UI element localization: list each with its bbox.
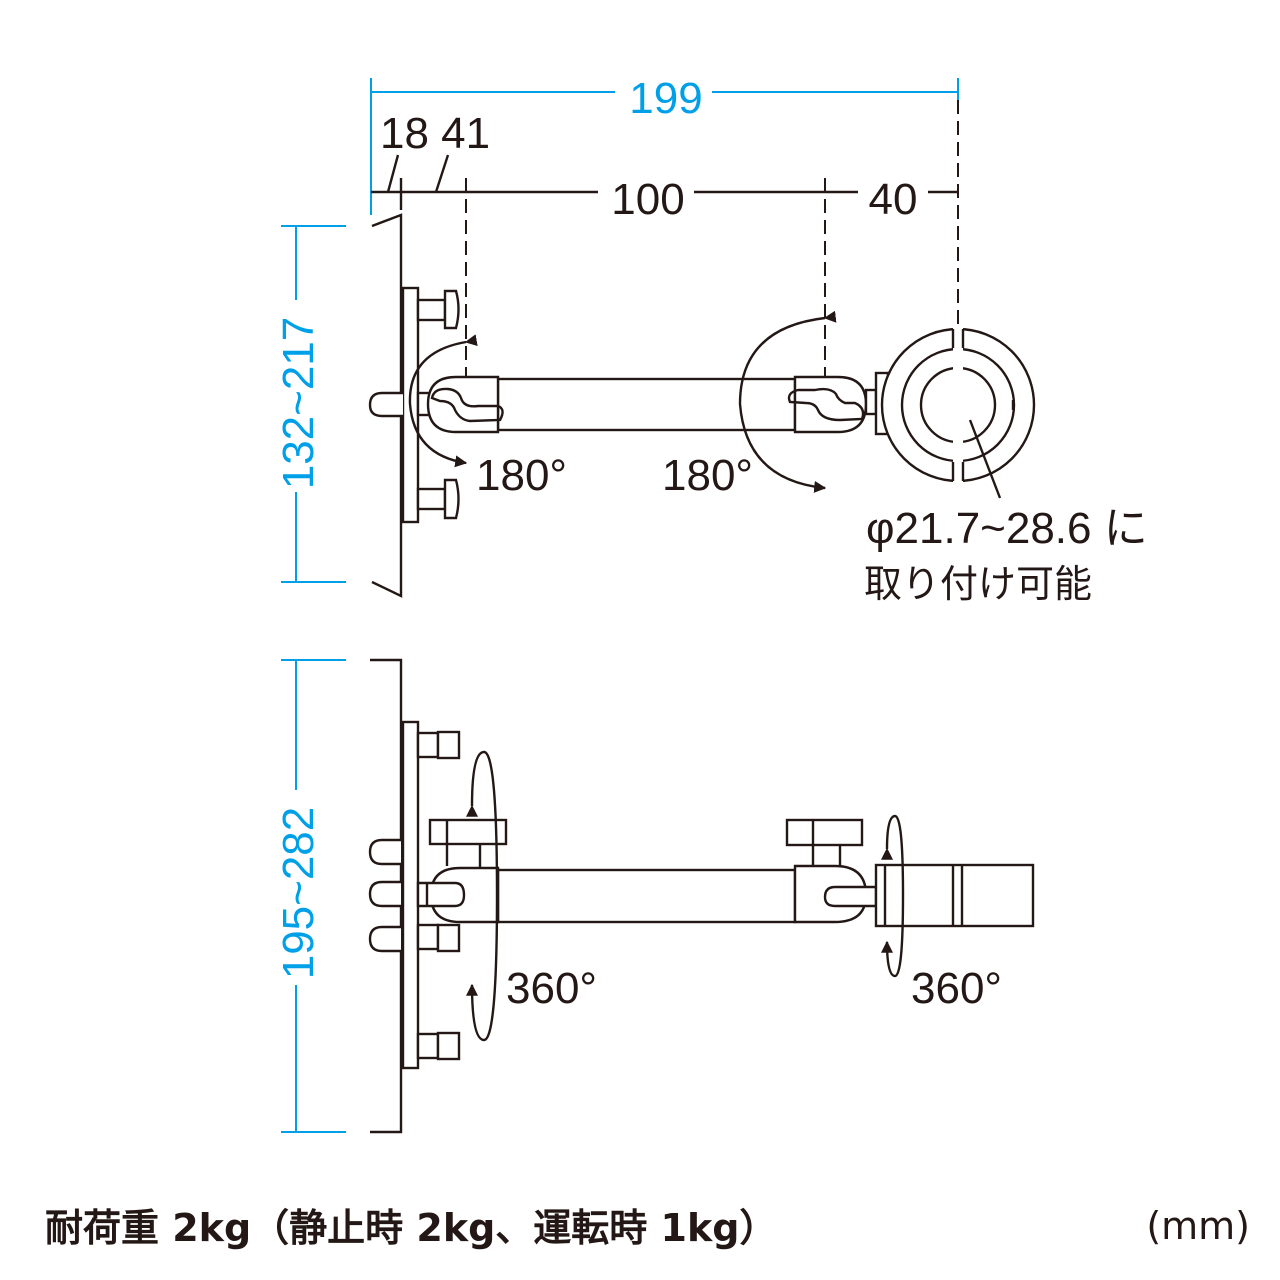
dimension-199: 199 [370,74,959,215]
height-range-label: 132~217 [274,317,323,490]
screw-knob [416,289,460,520]
arm [496,377,797,432]
pipe-note-label: 取り付け可能 [864,562,1092,606]
offset-labels: 18 41 [380,109,490,158]
screw-knob [416,730,461,1061]
pipe-diameter-label: φ21.7~28.6 に [866,504,1148,553]
arm-length-label: 100 [611,175,684,224]
overall-width-label: 199 [629,74,702,123]
load-capacity-caption: 耐荷重 2kg（静止時 2kg、運転時 1kg） [45,1206,777,1250]
wall-pin [368,391,403,418]
clamp-offset-label: 40 [869,175,918,224]
rotation-right-label: 180° [662,451,753,500]
dimension-195-282: 195~282 [274,659,346,1133]
dimension-132-217: 132~217 [274,225,346,583]
joint-right [793,375,868,434]
pipe-clamp [880,326,1036,484]
mount-plate [401,720,420,1070]
joint-left [426,375,500,434]
rotation-ellipse-left [465,750,499,1042]
rotation-left-label: 180° [476,451,567,500]
rotation-ellipse-right [880,814,905,978]
bottom-view: 195~282 360° [274,658,1035,1134]
top-view: 199 18 41 100 40 132~217 [274,74,1148,606]
rotation-arc-right [738,310,837,493]
rotation-left-label: 360° [506,964,597,1013]
unit-label: (mm) [1146,1204,1250,1248]
rotation-arc-left [408,334,478,468]
height-range-label: 195~282 [274,807,323,980]
arm [496,868,797,924]
rotation-right-label: 360° [911,964,1002,1013]
wall-pin [368,838,401,953]
pipe-clamp [874,863,1035,928]
